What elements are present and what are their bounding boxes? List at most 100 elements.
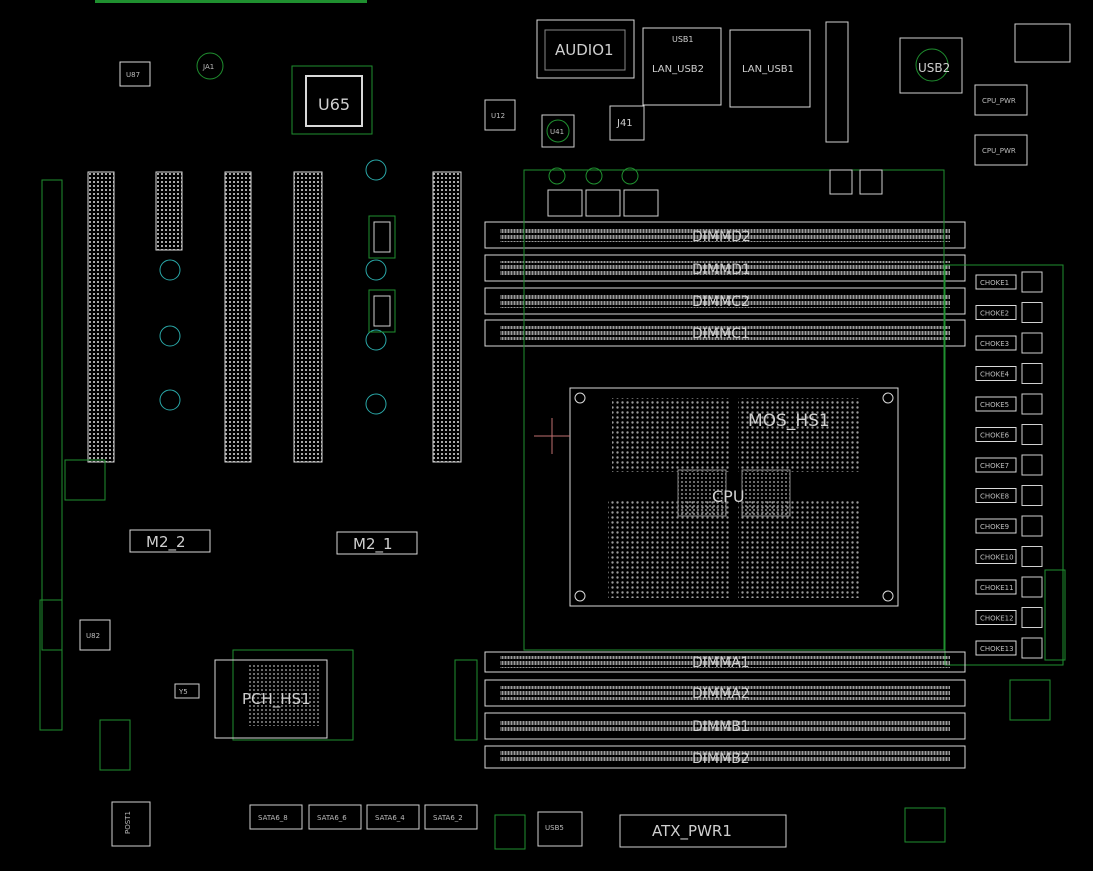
mosfet-3 [1021, 332, 1043, 354]
dimm-a2-label: DIMMA2 [692, 686, 750, 702]
choke-11 [975, 579, 1017, 595]
choke-6 [975, 427, 1017, 442]
dimm-b2-slot [484, 745, 966, 769]
dimm-slots-top: DIMMD2 DIMMD1 DIMMC2 DIMMC1 [484, 221, 966, 347]
choke-label-8: CHOKE8 [980, 493, 1009, 501]
u65-label: U65 [318, 95, 350, 114]
mounting-holes [159, 159, 387, 415]
svg-text:CPU_PWR: CPU_PWR [982, 147, 1016, 155]
dimm-a1-slot [484, 651, 966, 673]
choke-2 [975, 305, 1017, 320]
dimm-d1-slot [484, 254, 966, 282]
pcie-slot-1 [87, 171, 115, 463]
audio-label: AUDIO1 [555, 41, 614, 59]
dimm-c1-slot [484, 319, 966, 347]
j41-chip: J41 [609, 105, 645, 141]
y5-crystal: Y5 [174, 683, 200, 699]
choke-13 [975, 640, 1017, 656]
mosfet-12 [1021, 607, 1043, 628]
cpu-fan-header-1: CPU_PWR [974, 84, 1028, 116]
mosfet-13 [1021, 637, 1043, 659]
svg-text:J41: J41 [616, 118, 633, 129]
dimm-a2-slot [484, 679, 966, 707]
u12-chip: U12 [484, 99, 516, 131]
sata-port-2 [424, 804, 478, 830]
cpu-socket: MOS_HS1 CPU [523, 169, 945, 651]
u82-chip: U82 [79, 619, 111, 651]
choke-label-10: CHOKE10 [980, 554, 1014, 562]
choke-label-11: CHOKE11 [980, 584, 1014, 592]
usb2-connector: USB2 [899, 37, 963, 94]
sata-port-4 [366, 804, 420, 830]
choke-label-5: CHOKE5 [980, 401, 1009, 409]
svg-text:SATA6_4: SATA6_4 [375, 814, 405, 822]
dimm-d2-slot [484, 221, 966, 249]
choke-label-3: CHOKE3 [980, 340, 1009, 348]
cpu-label: CPU [712, 487, 745, 506]
rear-io-connector [825, 21, 849, 143]
svg-text:CPU_PWR: CPU_PWR [982, 97, 1016, 105]
choke-3 [975, 335, 1017, 351]
svg-text:SATA6_8: SATA6_8 [258, 814, 288, 822]
mosfet-5 [1021, 393, 1043, 415]
usb2-label: USB2 [918, 61, 950, 75]
pch-label: PCH_HS1 [242, 690, 311, 709]
m2-slot-2: M2_2 [129, 529, 211, 553]
audio-connector: AUDIO1 [536, 19, 635, 79]
usb1-label: USB1 [672, 35, 694, 44]
dimm-b2-label: DIMMB2 [692, 751, 750, 767]
mosfet-11 [1021, 576, 1043, 598]
u87-chip: U87 [119, 61, 151, 87]
choke-label-7: CHOKE7 [980, 462, 1009, 470]
svg-text:SATA6_6: SATA6_6 [317, 814, 347, 822]
choke-10 [975, 549, 1017, 564]
top-edge-trace [95, 0, 367, 3]
mosfet-9 [1021, 515, 1043, 537]
u64-component [368, 215, 396, 259]
lan-usb1-label: LAN_USB1 [742, 64, 794, 75]
dimm-b1-slot [484, 712, 966, 740]
svg-text:Y5: Y5 [178, 688, 188, 696]
sata-port-8 [249, 804, 303, 830]
m2-2-label: M2_2 [146, 533, 186, 552]
dimm-b1-label: DIMMB1 [692, 719, 750, 735]
lan-usb2-connector: USB1 LAN_USB2 [642, 27, 722, 106]
pcie-slot-3 [224, 171, 252, 463]
choke-4 [975, 366, 1017, 381]
svg-text:U87: U87 [126, 71, 140, 79]
u41-chip: U41 [541, 114, 575, 148]
dimm-d2-label: DIMMD2 [692, 229, 751, 245]
mosfet-8 [1021, 485, 1043, 506]
cpu-fan-header-2: CPU_PWR [974, 134, 1028, 166]
choke-7 [975, 457, 1017, 473]
atx-power-connector: ATX_PWR1 [619, 814, 787, 848]
mosfet-7 [1021, 454, 1043, 476]
m2-1-label: M2_1 [353, 535, 393, 554]
svg-text:U41: U41 [550, 128, 564, 136]
choke-5 [975, 396, 1017, 412]
usb5-header: USB5 [537, 811, 583, 847]
sata-port-6 [308, 804, 362, 830]
header-block [1014, 23, 1071, 63]
u69-component [368, 289, 396, 333]
pcie-slot-2 [155, 171, 183, 251]
choke-label-1: CHOKE1 [980, 279, 1009, 287]
ja1-chip: JA1 [196, 52, 224, 80]
svg-text:SATA6_2: SATA6_2 [433, 814, 463, 822]
capacitor-row [547, 167, 883, 217]
choke-label-2: CHOKE2 [980, 310, 1009, 318]
lan-usb2-label: LAN_USB2 [652, 64, 704, 75]
mos-hs-label: MOS_HS1 [748, 411, 830, 431]
choke-1 [975, 274, 1017, 290]
sata-ports: SATA6_8 SATA6_6 SATA6_4 SATA6_2 [249, 804, 478, 830]
pcie-slots [87, 171, 462, 463]
choke-8 [975, 488, 1017, 503]
lan-usb1-connector: LAN_USB1 [729, 29, 811, 108]
choke-12 [975, 610, 1017, 625]
pch-chip: PCH_HS1 [214, 649, 354, 741]
svg-text:U82: U82 [86, 632, 100, 640]
dimm-slots-bottom: DIMMA1 DIMMA2 DIMMB1 DIMMB2 [484, 651, 966, 769]
svg-text:JA1: JA1 [202, 63, 214, 71]
dimm-c2-slot [484, 287, 966, 315]
mosfet-10 [1021, 546, 1043, 567]
